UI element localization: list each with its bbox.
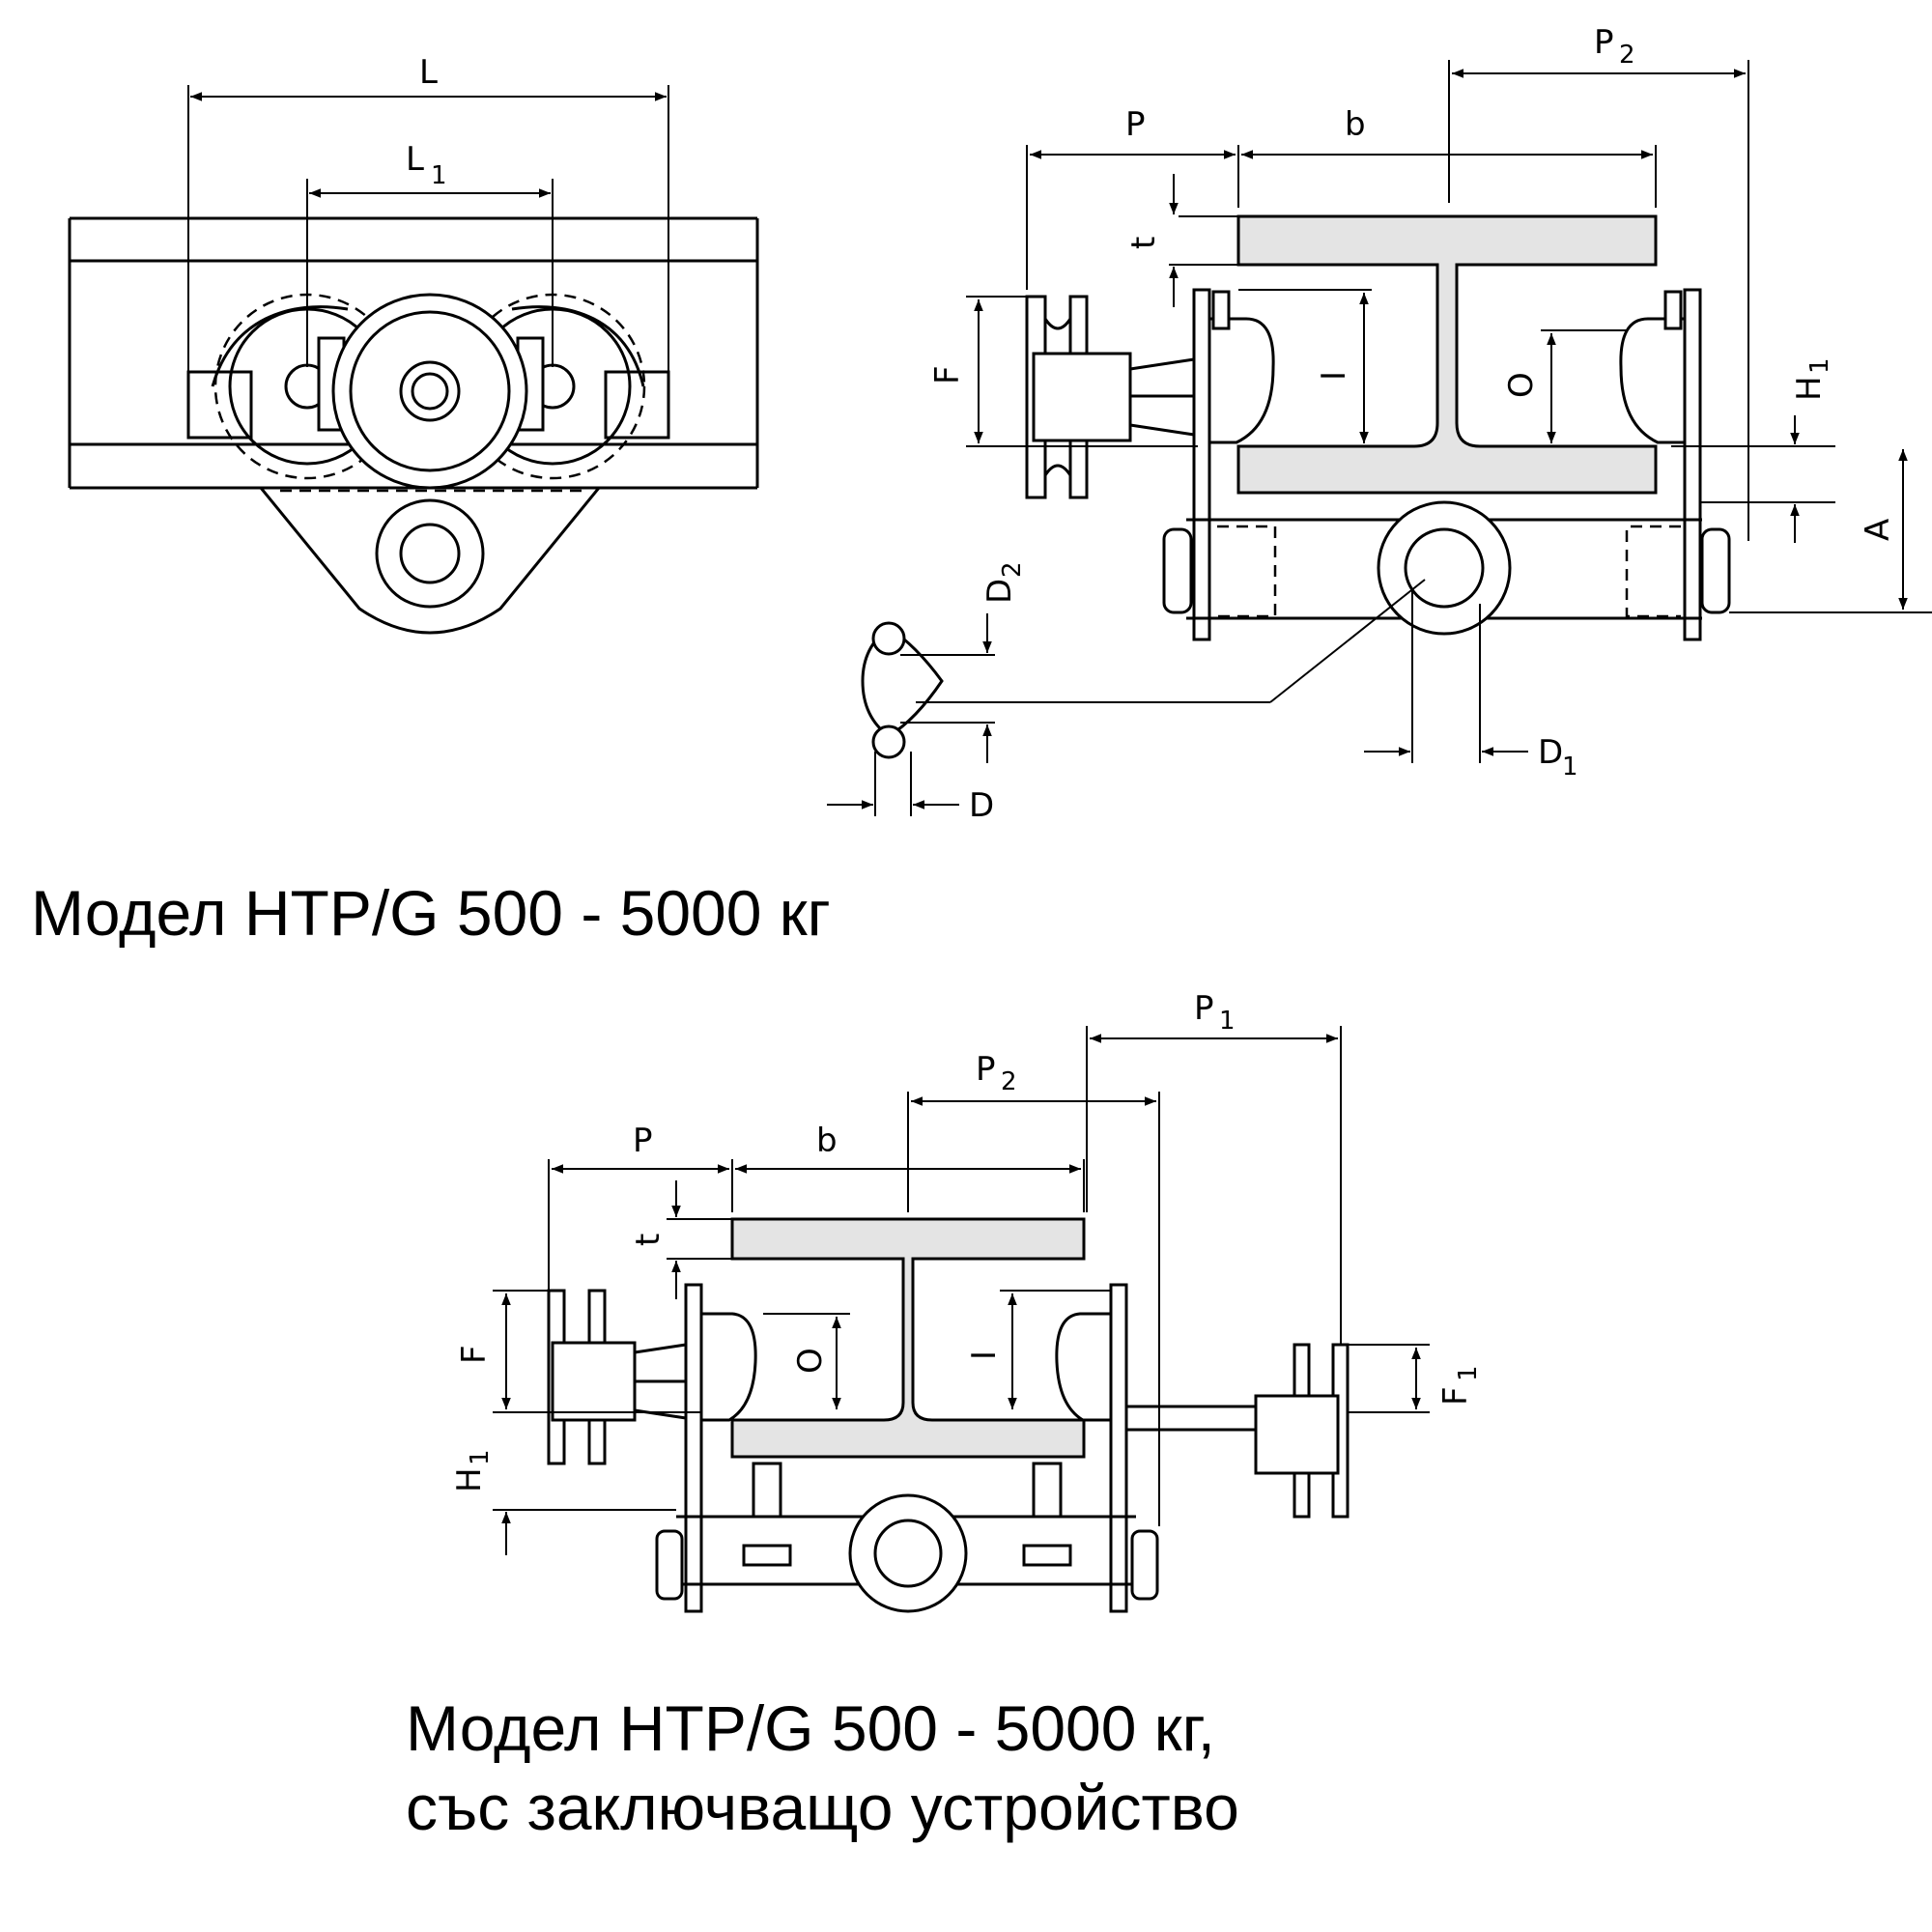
- label-P: P: [1125, 105, 1146, 144]
- label-D2-sub: 2: [998, 561, 1027, 578]
- label-I-b: I: [965, 1350, 1004, 1360]
- label-D: D: [969, 786, 994, 825]
- label-b: b: [1345, 105, 1366, 144]
- label-F: F: [928, 365, 967, 384]
- front-view-locking: P b P 2 P 1 t F O I F 1: [450, 989, 1483, 1613]
- label-D1-sub: 1: [1562, 753, 1578, 781]
- caption-bottom-line1: Модел HTP/G 500 - 5000 кг,: [406, 1692, 1216, 1764]
- label-P2-sub: 2: [1619, 41, 1635, 70]
- label-F1: F: [1436, 1386, 1475, 1406]
- label-H1-b-sub: 1: [466, 1449, 495, 1465]
- label-O-b: O: [791, 1348, 830, 1374]
- label-O: O: [1502, 372, 1541, 398]
- label-P-b: P: [633, 1122, 653, 1160]
- label-H1: H: [1790, 376, 1829, 401]
- label-P1: P: [1194, 989, 1214, 1028]
- label-H1-sub: 1: [1805, 357, 1834, 374]
- label-D2: D: [980, 579, 1019, 604]
- front-view: P b P 2 t F I O H 1 A: [827, 23, 1932, 825]
- label-P2-b-sub: 2: [1001, 1067, 1017, 1096]
- label-t-b: t: [629, 1234, 668, 1246]
- caption-bottom-line2: със заключващо устройство: [406, 1772, 1239, 1843]
- label-L: L: [419, 53, 438, 92]
- label-L1: L: [406, 140, 424, 179]
- label-P2: P: [1594, 23, 1614, 62]
- label-I: I: [1315, 371, 1353, 381]
- label-H1-b: H: [450, 1467, 489, 1492]
- label-F-b: F: [455, 1345, 494, 1364]
- label-F1-sub: 1: [1454, 1365, 1483, 1381]
- side-view: L L 1: [68, 53, 759, 635]
- label-D1: D: [1538, 733, 1563, 772]
- label-L1-sub: 1: [431, 161, 447, 190]
- label-b-b: b: [816, 1122, 838, 1160]
- label-A: A: [1859, 519, 1897, 541]
- label-P1-sub: 1: [1219, 1007, 1236, 1036]
- label-P2-b: P: [976, 1050, 996, 1089]
- label-t: t: [1124, 237, 1163, 249]
- caption-top: Модел HTP/G 500 - 5000 кг: [31, 877, 831, 949]
